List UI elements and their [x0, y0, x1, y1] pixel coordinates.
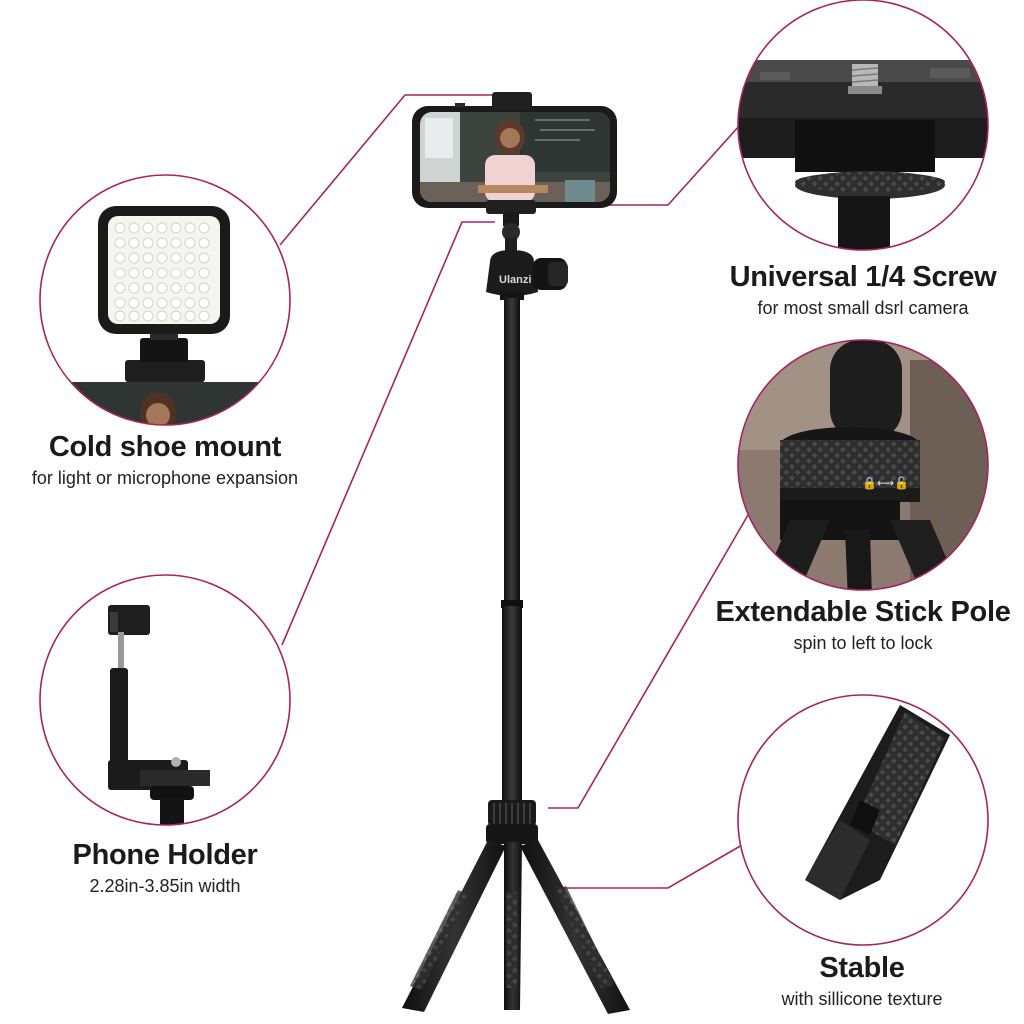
- connector-phone-holder: [281, 221, 495, 646]
- ball-head: [486, 223, 568, 296]
- connector-stable: [562, 844, 743, 889]
- stable-subtitle: with sillicone texture: [781, 988, 943, 1009]
- screw-detail-circle: [737, 0, 989, 251]
- stable-leg-detail-circle: [737, 694, 989, 946]
- svg-text:🔒⟷🔓: 🔒⟷🔓: [862, 476, 909, 490]
- holder-bottom-clamp: [486, 200, 536, 214]
- extendable-pole: [500, 292, 524, 806]
- pole-caption: Extendable Stick Pole spin to left to lo…: [700, 596, 1024, 654]
- holder-top-clamp: [492, 92, 532, 110]
- stable-caption: Stable with sillicone texture: [740, 952, 984, 1010]
- pole-subtitle: spin to left to lock: [793, 632, 933, 653]
- brand-label: Ulanzi: [499, 274, 532, 286]
- connector-pole: [548, 514, 749, 809]
- cold-shoe-caption: Cold shoe mount for light or microphone …: [0, 431, 330, 489]
- connector-lines: [279, 94, 749, 889]
- phone-holder-subtitle: 2.28in-3.85in width: [89, 875, 241, 896]
- phone: [412, 103, 617, 208]
- screw-title: Universal 1/4 Screw: [729, 261, 997, 293]
- cold-shoe-subtitle: for light or microphone expansion: [31, 467, 299, 488]
- phone-holder-title: Phone Holder: [72, 839, 258, 871]
- lock-ring: [780, 440, 920, 490]
- pole-title: Extendable Stick Pole: [715, 596, 1011, 628]
- stable-title: Stable: [819, 952, 905, 984]
- cold-shoe-detail-circle: [39, 174, 291, 426]
- cold-shoe-title: Cold shoe mount: [48, 431, 282, 463]
- screw-caption: Universal 1/4 Screw for most small dsrl …: [700, 261, 1024, 319]
- connector-cold-shoe: [279, 94, 500, 246]
- screw-subtitle: for most small dsrl camera: [757, 297, 969, 318]
- phone-holder-caption: Phone Holder 2.28in-3.85in width: [30, 839, 300, 897]
- pole-lock-detail-circle: 🔒⟷🔓: [737, 339, 989, 591]
- phone-holder-detail-circle: [39, 574, 291, 826]
- tripod-legs: [402, 840, 630, 1014]
- tripod: [402, 92, 630, 1014]
